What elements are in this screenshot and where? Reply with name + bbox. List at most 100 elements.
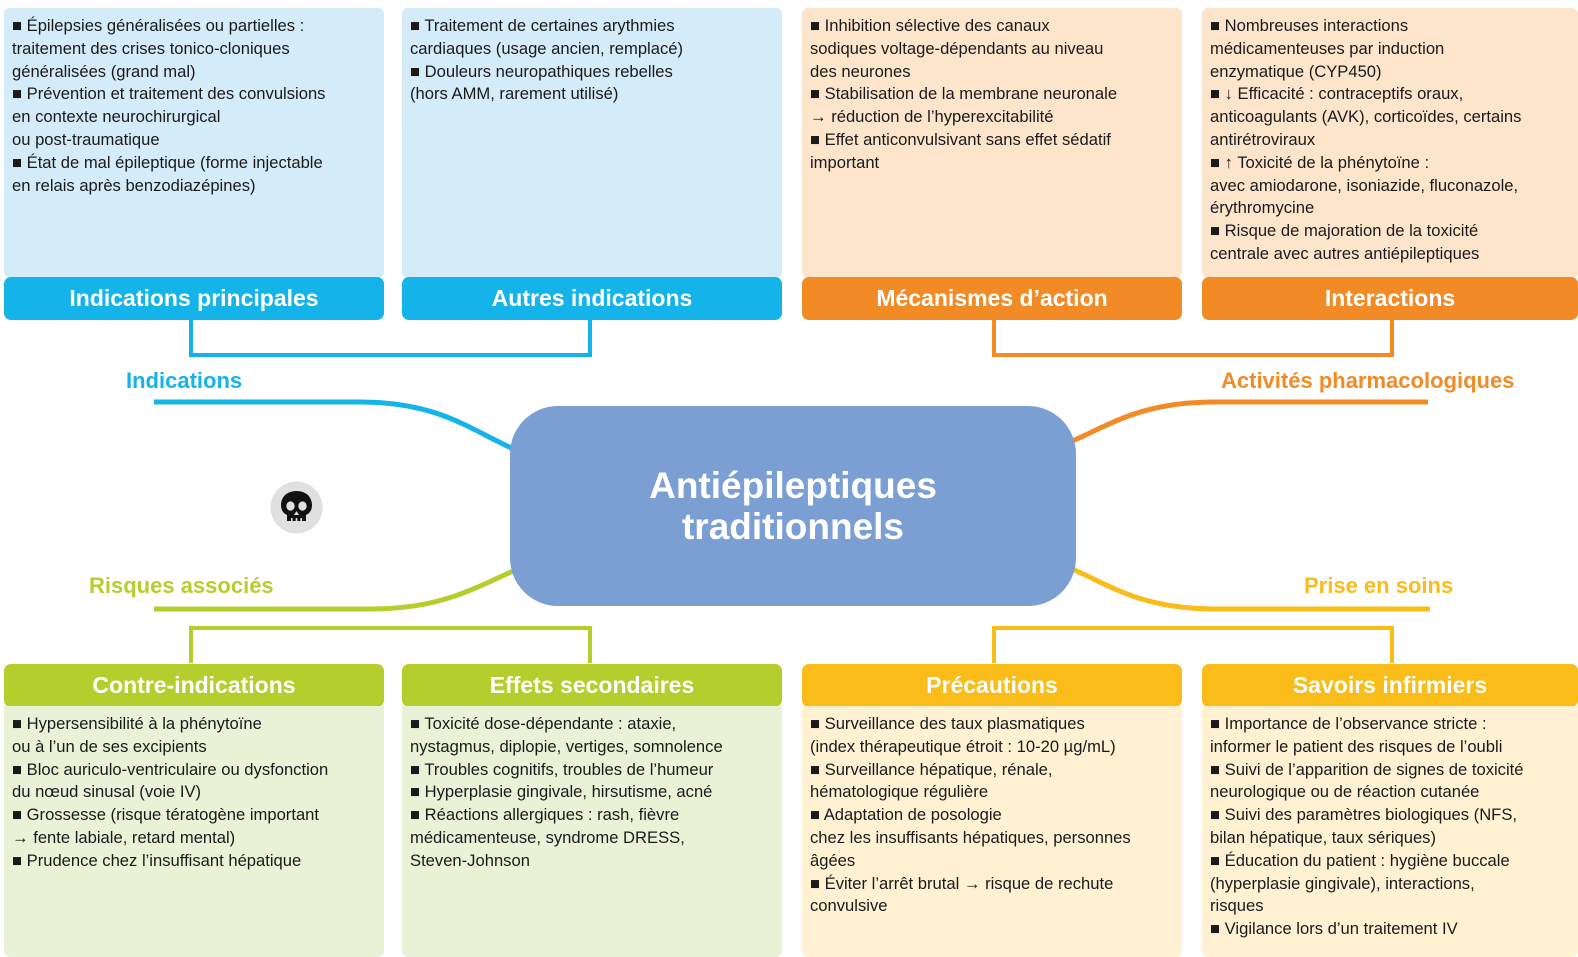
text-line: ■ Réactions allergiques : rash, fièvre [410, 805, 680, 825]
text-line: Steven-Johnson [410, 850, 530, 870]
text-line: enzymatique (CYP450) [1210, 61, 1382, 81]
branch-label-soins: Prise en soins [1304, 573, 1454, 598]
text-line: important [810, 152, 880, 172]
text-line: ■ Prévention et traitement des convulsio… [12, 84, 326, 104]
text-line: ■ Traitement de certaines arythmies [410, 16, 675, 35]
interactions-content: ■ Nombreuses interactions médicamenteuses… [1210, 15, 1570, 266]
text-line: → fente labiale, retard mental) [12, 827, 236, 847]
text-line: antirétroviraux [1210, 129, 1316, 149]
indications-principales-header: Indications principales [4, 277, 384, 320]
text-line: nystagmus, diplopie, vertiges, somnolenc… [410, 736, 723, 756]
text-line: (hyperplasie gingivale), interactions, [1210, 873, 1475, 893]
text-line: neurologique ou de réaction cutanée [1210, 782, 1480, 802]
text-line: ■ Surveillance des taux plasmatiques [810, 714, 1085, 733]
text-line: du nœud sinusal (voie IV) [12, 782, 202, 802]
text-line: érythromycine [1210, 198, 1315, 218]
indications-principales-content: ■ Épilepsies généralisées ou partielles … [12, 15, 376, 197]
text-line: ■ Suivi des paramètres biologiques (NFS, [1210, 805, 1518, 825]
text-line: bilan hépatique, taux sériques) [1210, 827, 1437, 847]
text-line: ■ Adaptation de posologie [810, 805, 1002, 825]
connector-activites-boxes [992, 320, 1394, 357]
text-line: ■ Éviter l’arrêt brutal → risque de rech… [810, 873, 1114, 893]
indications-principales-box: ■ Épilepsies généralisées ou partielles … [4, 8, 384, 278]
mecanismes-content: ■ Inhibition sélective des canaux sodique… [810, 15, 1174, 175]
mecanismes-header: Mécanismes d’action [802, 277, 1182, 320]
effets-secondaires-content: ■ Toxicité dose-dépendante : ataxie, nyst… [410, 713, 774, 873]
contre-indications-content: ■ Hypersensibilité à la phénytoïne ou à l… [12, 713, 376, 873]
text-line: ■ Toxicité dose-dépendante : ataxie, [410, 714, 677, 733]
effets-secondaires-box: ■ Toxicité dose-dépendante : ataxie, nyst… [402, 706, 782, 957]
text-line: centrale avec autres antiépileptiques [1210, 243, 1480, 263]
text-line: des neurones [810, 61, 911, 81]
skull-icon [270, 481, 323, 534]
text-line: informer le patient des risques de l’oub… [1210, 736, 1503, 756]
text-line: ■ Risque de majoration de la toxicité [1210, 221, 1479, 241]
text-line: traitement des crises tonico-cloniques [12, 38, 290, 58]
contre-indications-box: ■ Hypersensibilité à la phénytoïne ou à l… [4, 706, 384, 957]
precautions-header: Précautions [802, 664, 1182, 707]
text-line: sodiques voltage-dépendants au niveau [810, 38, 1104, 58]
text-line: ■ Douleurs neuropathiques rebelles [410, 61, 673, 81]
text-line: chez les insuffisants hépatiques, person… [810, 827, 1131, 847]
central-topic-line2: traditionnels [681, 506, 905, 547]
contre-indications-header: Contre-indications [4, 664, 384, 707]
connector-risques-boxes [189, 626, 592, 663]
text-line: ■ Nombreuses interactions [1210, 16, 1409, 35]
branch-label-activites: Activités pharmacologiques [1221, 368, 1515, 393]
text-line: ■ Hypersensibilité à la phénytoïne [12, 714, 262, 733]
text-line: → réduction de l’hyperexcitabilité [810, 107, 1054, 127]
text-line: ■ Inhibition sélective des canaux [810, 16, 1050, 35]
connector-indications-center [154, 399, 522, 455]
text-line: ■ Stabilisation de la membrane neuronale [810, 84, 1118, 104]
mecanismes-box: ■ Inhibition sélective des canaux sodique… [802, 8, 1182, 278]
text-line: ■ Épilepsies généralisées ou partielles … [12, 16, 305, 35]
central-topic: Antiépileptiques traditionnels [510, 406, 1076, 606]
precautions-content: ■ Surveillance des taux plasmatiques (ind… [810, 713, 1174, 918]
text-line: convulsive [810, 896, 888, 916]
autres-indications-box: ■ Traitement de certaines arythmies cardi… [402, 8, 782, 278]
text-line: ■ Éducation du patient : hygiène buccale [1210, 850, 1510, 870]
autres-indications-content: ■ Traitement de certaines arythmies cardi… [410, 15, 774, 106]
text-line: (hors AMM, rarement utilisé) [410, 84, 619, 104]
text-line: ■ ↓ Efficacité : contraceptifs oraux, [1210, 84, 1464, 104]
connector-activites-center [1069, 399, 1428, 445]
text-line: ou post-traumatique [12, 129, 160, 149]
central-topic-line1: Antiépileptiques [649, 465, 937, 506]
text-line: ■ Importance de l’observance stricte : [1210, 714, 1487, 733]
text-line: en relais après benzodiazépines) [12, 175, 256, 195]
text-line: ■ Bloc auriculo-ventriculaire ou dysfonc… [12, 759, 329, 779]
text-line: ■ Vigilance lors d’un traitement IV [1210, 919, 1458, 939]
text-line: ■ Grossesse (risque tératogène important [12, 805, 320, 825]
text-line: ■ Troubles cognitifs, troubles de l’hume… [410, 759, 714, 779]
text-line: ■ Effet anticonvulsivant sans effet séda… [810, 129, 1111, 149]
text-line: ou à l’un de ses excipients [12, 736, 207, 756]
text-line: ■ ↑ Toxicité de la phénytoïne : [1210, 152, 1430, 172]
text-line: en contexte neurochirurgical [12, 107, 221, 127]
autres-indications-header: Autres indications [402, 277, 782, 320]
savoirs-infirmiers-box: ■ Importance de l’observance stricte : in… [1202, 706, 1578, 957]
text-line: médicamenteuses par induction [1210, 38, 1445, 58]
branch-label-indications: Indications [126, 368, 243, 393]
text-line: anticoagulants (AVK), corticoïdes, certa… [1210, 107, 1522, 127]
text-line: ■ Hyperplasie gingivale, hirsutisme, acn… [410, 782, 713, 802]
text-line: risques [1210, 896, 1264, 916]
text-line: ■ État de mal épileptique (forme injecta… [12, 152, 323, 172]
text-line: avec amiodarone, isoniazide, fluconazole… [1210, 175, 1519, 195]
text-line: (index thérapeutique étroit : 10-20 µg/m… [810, 736, 1116, 756]
connector-indications-boxes [189, 320, 592, 357]
savoirs-infirmiers-header: Savoirs infirmiers [1202, 664, 1578, 707]
text-line: âgées [810, 850, 856, 870]
text-line: ■ Surveillance hépatique, rénale, [810, 759, 1053, 779]
text-line: médicamenteuse, syndrome DRESS, [410, 827, 685, 847]
text-line: cardiaques (usage ancien, remplacé) [410, 38, 684, 58]
interactions-header: Interactions [1202, 277, 1578, 320]
precautions-box: ■ Surveillance des taux plasmatiques (ind… [802, 706, 1182, 957]
text-line: généralisées (grand mal) [12, 61, 196, 81]
branch-label-risques: Risques associés [89, 573, 274, 598]
text-line: ■ Suivi de l’apparition de signes de tox… [1210, 759, 1524, 779]
savoirs-infirmiers-content: ■ Importance de l’observance stricte : in… [1210, 713, 1570, 941]
interactions-box: ■ Nombreuses interactions médicamenteuses… [1202, 8, 1578, 278]
connector-risques-center [154, 565, 522, 612]
effets-secondaires-header: Effets secondaires [402, 664, 782, 707]
